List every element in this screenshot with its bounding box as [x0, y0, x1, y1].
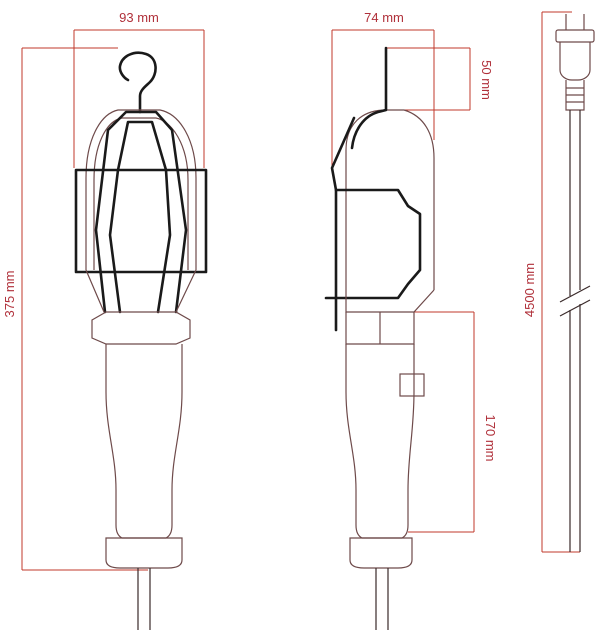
- cable-break-mark: [559, 285, 591, 317]
- glass-bulb: [85, 109, 197, 270]
- front-cord: [137, 568, 151, 630]
- switch-button: [399, 373, 425, 397]
- front-view: [21, 29, 208, 630]
- side-glass: [345, 109, 435, 290]
- side-width-label: 74 mm: [364, 10, 404, 25]
- wire-cage: [74, 110, 208, 314]
- side-dimension-lines: [331, 29, 475, 533]
- cable-length-label: 4500 mm: [522, 263, 537, 317]
- power-cable: [569, 110, 581, 552]
- cable-view: [541, 11, 595, 553]
- handle: [105, 344, 183, 539]
- handle-height-label: 170 mm: [483, 415, 498, 462]
- side-view: [324, 29, 475, 630]
- plug-pins: [565, 14, 585, 30]
- total-height-label: 375 mm: [2, 271, 17, 318]
- lamp-neck: [85, 269, 197, 313]
- hook-height-label: 50 mm: [479, 60, 494, 100]
- side-handle: [345, 344, 415, 539]
- side-wire-cage: [324, 46, 422, 332]
- hang-hook: [118, 51, 157, 114]
- side-cord: [375, 568, 389, 630]
- front-dimension-lines: [21, 29, 205, 571]
- plug-body: [555, 29, 595, 43]
- front-width-label: 93 mm: [119, 10, 159, 25]
- cable-dimension-lines: [541, 11, 580, 553]
- side-neck: [345, 289, 435, 313]
